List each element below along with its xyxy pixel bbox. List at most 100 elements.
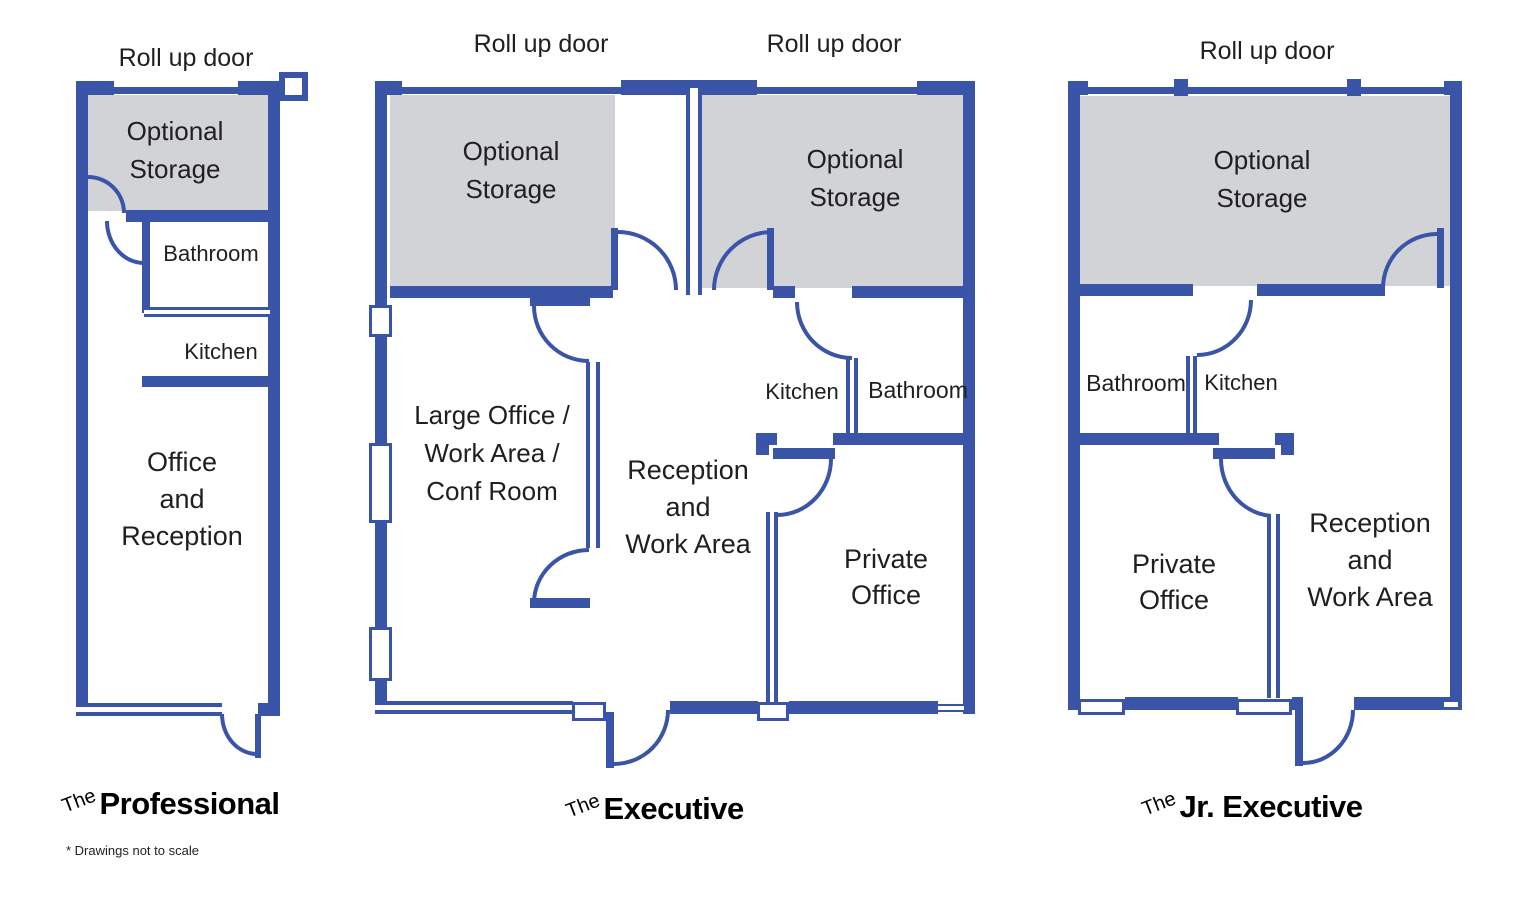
- bottom-wall: [789, 701, 938, 714]
- jr-executive-title-name: Jr. Executive: [1179, 789, 1363, 824]
- wall-segment: [1450, 82, 1462, 710]
- executive-title-name: Executive: [603, 791, 744, 826]
- bathroom-kitchen-divider: [1186, 356, 1197, 436]
- roll-up-door-wall: [88, 87, 268, 94]
- kitchen-bottom-wall: [833, 433, 975, 445]
- professional-title-prefix: The: [59, 784, 100, 818]
- storage-door-leaf: [1437, 228, 1444, 288]
- private-office-door-arc: [1219, 459, 1275, 518]
- wall-jog: [756, 433, 769, 455]
- wall-segment: [621, 80, 757, 95]
- bottom-wall: [375, 701, 573, 714]
- storage-bottom-wall: [390, 286, 613, 298]
- bathroom-bottom-wall: [1068, 433, 1219, 445]
- entry-door-arc: [1303, 710, 1355, 765]
- wall-segment: [375, 81, 402, 95]
- bathroom-wall: [142, 221, 150, 313]
- wall-segment: [1068, 81, 1088, 95]
- bottom-wall: [966, 701, 975, 714]
- bottom-wall: [258, 703, 280, 716]
- wall-segment: [1174, 79, 1188, 96]
- entry-door-arc: [614, 710, 670, 766]
- wall-segment: [375, 82, 387, 714]
- not-to-scale-footnote: * Drawings not to scale: [66, 843, 199, 858]
- wall-segment: [963, 82, 975, 714]
- kitchen-bathroom-divider: [846, 358, 858, 436]
- storage-bottom-wall: [126, 210, 280, 222]
- office-top-door-arc: [532, 306, 589, 363]
- window: [1442, 700, 1460, 709]
- wall-segment: [76, 82, 88, 716]
- office-bottom-door-arc: [532, 548, 589, 603]
- exterior-post: [279, 72, 308, 101]
- executive-storage-left-room: [390, 95, 615, 288]
- jr-executive-title: The Jr. Executive: [1139, 788, 1363, 825]
- entry-door-leaf: [1295, 710, 1303, 766]
- wall-segment: [76, 81, 114, 95]
- kitchen-wall: [142, 376, 273, 387]
- jr-executive-bathroom-label: Bathroom: [1086, 370, 1186, 396]
- window: [369, 305, 392, 337]
- office-divider-wall: [586, 362, 600, 548]
- storage-bottom-wall: [852, 286, 965, 298]
- window: [1236, 699, 1292, 715]
- professional-title-name: Professional: [99, 786, 280, 821]
- professional-kitchen-label: Kitchen: [184, 339, 258, 364]
- window: [369, 627, 392, 681]
- window: [757, 702, 789, 721]
- wall-segment: [917, 81, 975, 95]
- window: [572, 702, 606, 721]
- private-office-door-leaf: [773, 448, 835, 459]
- executive-roll-up-door-left-label: Roll up door: [473, 30, 609, 58]
- bottom-wall: [670, 701, 758, 714]
- wall-segment: [1068, 82, 1080, 710]
- private-office-door-leaf: [1213, 448, 1275, 459]
- window: [936, 704, 966, 712]
- jr-executive-kitchen-label: Kitchen: [1204, 370, 1278, 395]
- executive-large-office-label: Large Office /Work Area /Conf Room: [414, 400, 570, 506]
- wall-segment: [238, 81, 281, 95]
- private-office-door-arc: [777, 459, 833, 517]
- wall-segment: [1444, 81, 1462, 95]
- bottom-wall: [1354, 697, 1462, 710]
- window: [369, 443, 392, 523]
- kitchen-door-arc: [1197, 300, 1253, 357]
- bottom-wall: [76, 703, 222, 716]
- jr-executive-roll-up-door-label: Roll up door: [1199, 37, 1335, 65]
- professional-title: The Professional: [59, 784, 280, 822]
- storage-divider-wall: [686, 88, 702, 295]
- bottom-wall: [1292, 697, 1303, 710]
- executive-title-prefix: The: [563, 789, 604, 823]
- professional-bathroom-label: Bathroom: [163, 241, 259, 266]
- storage-left-door-arc: [618, 230, 678, 290]
- entry-door-arc: [220, 714, 257, 756]
- entry-door-leaf: [255, 714, 261, 758]
- executive-bathroom-label: Bathroom: [868, 377, 968, 403]
- storage-bottom-wall: [773, 286, 795, 298]
- office-top-door-leaf: [530, 296, 590, 306]
- entry-door-leaf: [606, 712, 614, 768]
- professional-roll-up-door-label: Roll up door: [118, 44, 254, 72]
- bathroom-door-arc: [105, 221, 144, 265]
- office-bottom-door-leaf: [530, 598, 590, 608]
- window: [1078, 699, 1125, 715]
- executive-roll-up-door-right-label: Roll up door: [766, 30, 902, 58]
- private-office-wall: [766, 512, 778, 704]
- roll-up-door-wall: [1080, 87, 1452, 94]
- wall-segment: [1347, 79, 1361, 96]
- jr-executive-storage-room: [1080, 96, 1450, 286]
- executive-kitchen-label: Kitchen: [765, 379, 839, 404]
- bottom-wall: [1068, 697, 1080, 710]
- kitchen-door-arc: [795, 302, 852, 360]
- storage-left-door-leaf: [611, 228, 618, 290]
